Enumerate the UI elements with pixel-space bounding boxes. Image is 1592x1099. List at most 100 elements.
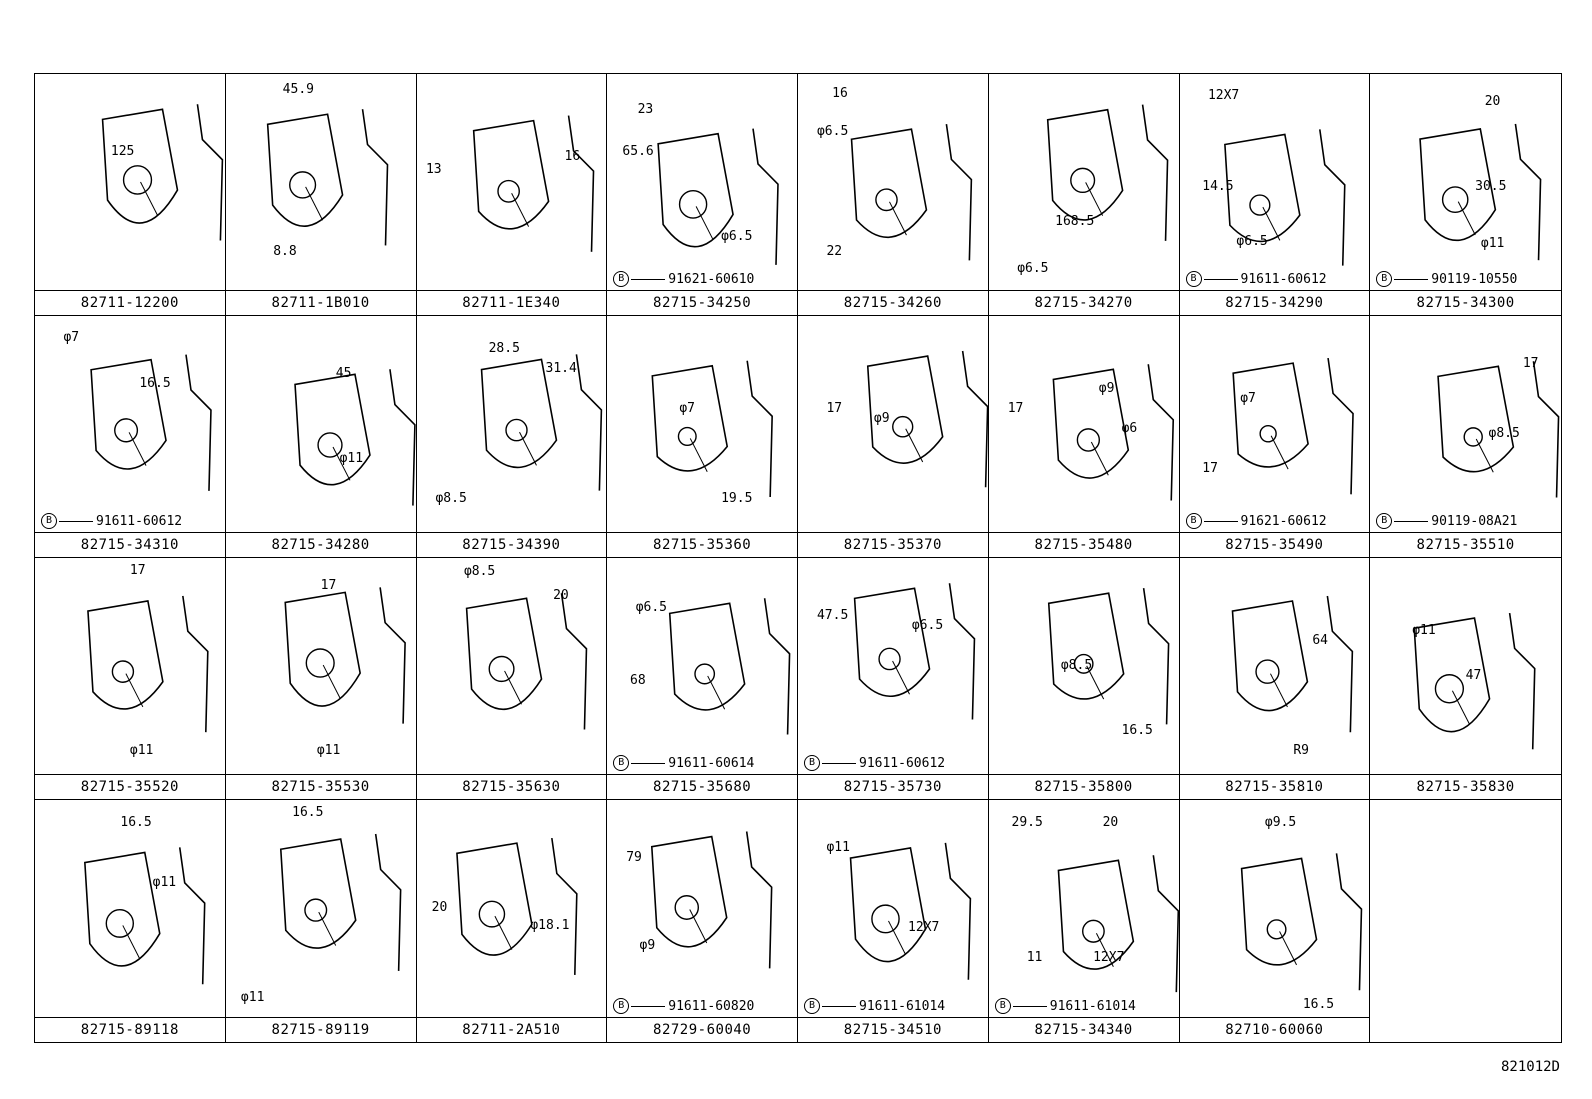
dimension-label: 19.5 — [721, 491, 753, 506]
bracket-drawing — [1223, 129, 1346, 266]
fastener-part-number: 90119-08A21 — [1431, 513, 1518, 529]
dimension-label: φ6.5 — [635, 600, 668, 615]
dimension-label: φ7 — [1240, 391, 1256, 406]
leader-line — [1394, 520, 1429, 522]
bracket-drawing — [465, 593, 587, 730]
dimension-label: 16 — [564, 149, 581, 164]
bracket-drawing — [455, 837, 578, 975]
leader-line — [1394, 278, 1429, 280]
part-number: 82715-34390 — [416, 532, 607, 557]
dimension-label: 16.5 — [139, 376, 171, 391]
leader-line — [1012, 1005, 1047, 1007]
dimension-label: 14.5 — [1202, 179, 1234, 194]
bracket-drawing — [1231, 595, 1353, 733]
bracket-drawing — [1231, 357, 1354, 495]
part-number: 82715-34270 — [988, 290, 1179, 315]
leader-line — [1203, 278, 1238, 280]
dimension-label: φ6 — [1121, 421, 1138, 436]
part-number: 82715-35510 — [1370, 532, 1561, 557]
dimension-label: φ8.5 — [1060, 658, 1093, 673]
dimension-label: 16.5 — [1121, 723, 1153, 738]
dimension-label: φ11 — [316, 743, 341, 758]
dimension-label: 20 — [1484, 94, 1501, 109]
dimension-label: φ6.5 — [911, 618, 944, 633]
part-drawing: 17 φ11 — [35, 558, 225, 775]
bracket-drawing — [293, 369, 416, 506]
part-number: 82715-35480 — [988, 532, 1179, 557]
leader-line — [59, 520, 93, 522]
dimension-label: 17 — [129, 563, 146, 578]
bracket-drawing — [1240, 853, 1362, 991]
dimension-label: φ6.5 — [1236, 234, 1268, 249]
dimension-label: φ6.5 — [816, 124, 849, 139]
dimension-label: 12X7 — [1207, 88, 1240, 103]
part-number: 82715-35360 — [607, 532, 797, 557]
bracket-drawing — [101, 104, 224, 241]
part-number: 82715-35810 — [1179, 774, 1370, 799]
bracket-drawing — [90, 354, 212, 491]
dimension-label: 17 — [1522, 356, 1539, 371]
dimension-label: 47 — [1465, 668, 1482, 683]
fastener-marker: B — [804, 998, 820, 1014]
bracket-drawing — [279, 833, 402, 971]
part-number: 82715-35830 — [1370, 774, 1561, 799]
dimension-label: 8.8 — [273, 244, 297, 259]
bracket-drawing — [651, 831, 773, 969]
fastener-part-number: 91621-60612 — [1240, 513, 1327, 529]
leader-line — [822, 1005, 856, 1007]
dimension-label: 45 — [335, 366, 352, 381]
dimension-label: φ8.5 — [463, 564, 496, 579]
dimension-label: 68 — [630, 673, 646, 688]
fastener-part-number: 91611-61014 — [1049, 998, 1136, 1014]
dimension-label: 20 — [1102, 815, 1119, 830]
part-drawing: 45 φ11 — [226, 316, 416, 533]
bracket-drawing — [850, 123, 973, 261]
dimension-label: 13 — [425, 162, 442, 177]
bracket-drawing — [669, 598, 791, 735]
fastener-marker: B — [804, 755, 820, 771]
dimension-label: 16.5 — [1302, 997, 1335, 1012]
part-drawing: 13 16 — [417, 74, 607, 291]
part-number: 82715-35630 — [416, 774, 607, 799]
part-number: 82715-35730 — [798, 774, 988, 799]
bracket-drawing — [284, 587, 406, 724]
dimension-label: φ11 — [129, 743, 154, 758]
bracket-drawing — [1052, 364, 1174, 501]
dimension-label: 23 — [637, 102, 654, 117]
bracket-drawing — [1419, 123, 1542, 261]
dimension-label: φ9 — [873, 411, 890, 426]
part-number: 82715-35370 — [798, 532, 988, 557]
bracket-drawing — [84, 847, 206, 985]
dimension-label: φ9 — [1098, 381, 1115, 396]
fastener-marker: B — [41, 513, 57, 529]
dimension-label: φ11 — [339, 451, 364, 466]
dimension-label: 20 — [431, 900, 448, 915]
fastener-marker: B — [994, 998, 1011, 1014]
bracket-drawing — [1046, 104, 1169, 241]
dimension-label: 31.4 — [545, 361, 577, 376]
bracket-drawing — [472, 115, 594, 252]
dimension-label: φ8.5 — [1488, 426, 1520, 441]
